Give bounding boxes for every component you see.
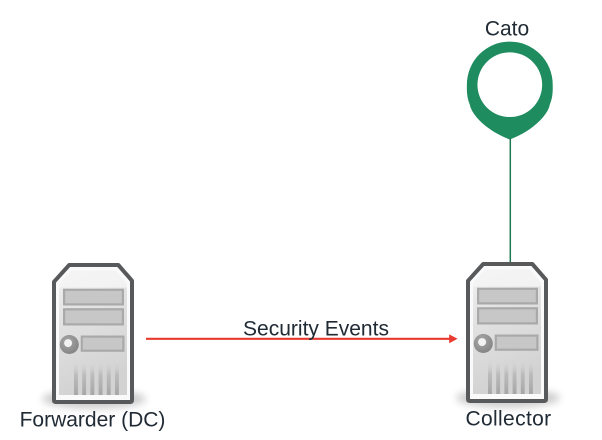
svg-text:Forwarder (DC): Forwarder (DC) bbox=[20, 409, 166, 432]
svg-text:Collector: Collector bbox=[465, 408, 551, 431]
svg-text:Cato: Cato bbox=[485, 18, 529, 41]
svg-text:Security Events: Security Events bbox=[243, 318, 389, 341]
